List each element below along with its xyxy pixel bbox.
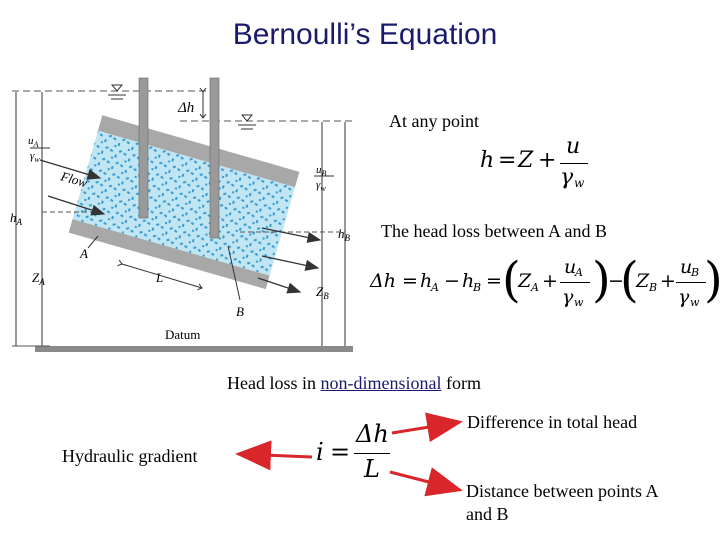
flow-arrow-3	[261, 227, 322, 243]
label-hb: h	[338, 226, 345, 241]
svg-text:ZA: ZA	[32, 270, 45, 287]
text-head-loss-form: Head loss in non-dimensional form	[227, 373, 481, 393]
label-za: Z	[32, 270, 40, 285]
water-surface-symbol-a	[108, 84, 126, 100]
svg-text:ZB: ZB	[316, 284, 329, 301]
svg-text:hA: hA	[10, 210, 23, 227]
label-gamma-w-b: γ	[316, 179, 321, 191]
arrow-to-distance	[389, 467, 463, 497]
ground-base	[35, 346, 353, 352]
piezometer-a	[138, 77, 149, 219]
svg-text:uA: uA	[28, 135, 39, 149]
label-zb: Z	[316, 284, 324, 299]
flow-arrow-5	[257, 277, 302, 294]
label-datum: Datum	[165, 327, 200, 342]
text-at-any-point: At any point	[389, 111, 479, 131]
label-point-b: B	[236, 304, 244, 319]
label-flow: Flow	[58, 168, 89, 190]
arrow-to-hydraulic-gradient	[235, 440, 313, 471]
soil-specimen	[68, 115, 300, 290]
label-ua: u	[28, 135, 34, 147]
label-point-a: A	[79, 246, 88, 261]
water-surface-symbol-b	[238, 114, 256, 130]
svg-text:γw: γw	[316, 179, 326, 193]
label-gamma-w-a: γ	[30, 150, 35, 162]
label-delta-h: Δh	[177, 100, 194, 116]
equation-head-loss: Δh = h A − h B = ( Z A + u A γ w ) − ( Z…	[370, 250, 720, 320]
label-ub: u	[316, 164, 322, 176]
svg-text:γw: γw	[30, 150, 40, 164]
svg-text:hB: hB	[338, 226, 351, 243]
arrow-to-difference	[391, 412, 463, 443]
label-length: L	[155, 270, 163, 285]
text-difference-total-head: Difference in total head	[467, 412, 638, 432]
flow-arrow-2	[47, 195, 106, 216]
text-distance-between: Distance between points A and B	[466, 481, 659, 524]
flow-arrow-4	[261, 255, 320, 271]
text-head-loss-between: The head loss between A and B	[381, 221, 607, 241]
text-hydraulic-gradient: Hydraulic gradient	[62, 446, 198, 466]
label-ha: h	[10, 210, 17, 225]
piezometer-b	[209, 77, 220, 239]
page-title: Bernoulli’s Equation	[232, 18, 498, 51]
svg-text:uB: uB	[316, 164, 327, 178]
flow-arrow-1	[39, 159, 102, 180]
